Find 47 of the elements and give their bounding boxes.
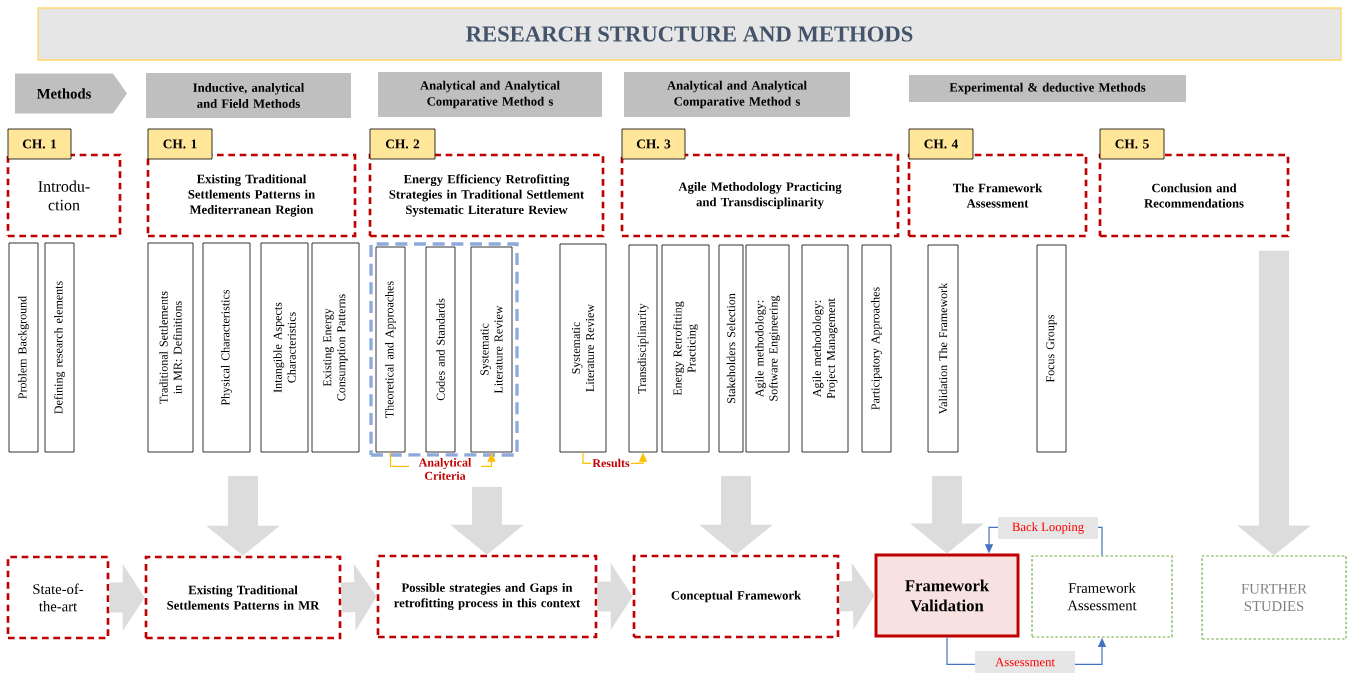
topic-box: Physical Characteristics bbox=[202, 242, 251, 453]
topic-box: Problem Background bbox=[8, 242, 39, 453]
chapter-tag: CH. 4 bbox=[908, 128, 974, 160]
method-banner: Analytical and Analytical Comparative Method s bbox=[624, 72, 850, 117]
stage-box: FURTHER STUDIES bbox=[1201, 555, 1347, 640]
title-banner: RESEARCH STRUCTURE AND METHODS bbox=[37, 7, 1342, 61]
stage-box: Framework Assessment bbox=[1031, 555, 1173, 638]
chapter-tag: CH. 2 bbox=[369, 128, 436, 160]
stage-box: Existing Traditional Settlements Patterns in MR bbox=[144, 555, 342, 640]
topic-box: Validation The Framework bbox=[927, 244, 959, 453]
edge-label: Analytical Criteria bbox=[409, 456, 481, 482]
topic-box: Codes and Standards bbox=[425, 246, 456, 453]
topic-box: Systematic Literature Review bbox=[559, 243, 607, 453]
stage-box: Conceptual Framework bbox=[632, 554, 840, 639]
edge-label: Back Looping bbox=[998, 517, 1098, 539]
stage-box: Possible strategies and Gaps in retrofitting process in this context bbox=[376, 554, 598, 639]
stage-box: State-of-the-art bbox=[6, 555, 110, 640]
topic-box: Defining research elements bbox=[44, 242, 75, 453]
topic-box: Intangible Aspects Characteristics bbox=[260, 242, 309, 453]
topic-box: Agile methodology: Project Management bbox=[801, 244, 849, 453]
highlighted-stage-box: Framework Validation bbox=[874, 553, 1020, 638]
chapter-box: Existing Traditional Settlements Patterns in Mediterranean Region bbox=[146, 153, 357, 238]
topic-box: Participatory Approaches bbox=[861, 244, 892, 453]
method-banner: Experimental & deductive Methods bbox=[909, 75, 1186, 102]
method-banner: Inductive, analytical and Field Methods bbox=[146, 73, 351, 118]
chapter-tag: CH. 5 bbox=[1099, 128, 1165, 160]
row-header-tag: Methods bbox=[15, 73, 127, 114]
topic-box: Existing Energy Consumption Patterns bbox=[311, 242, 360, 453]
chapter-box: The Framework Assessment bbox=[907, 153, 1088, 238]
topic-box: Energy Retrofitting Practicing bbox=[661, 244, 710, 453]
topic-box: Theoretical and Approaches bbox=[375, 246, 406, 453]
topic-box: Systematic Literature Review bbox=[470, 246, 513, 453]
edge-label: Results bbox=[591, 457, 631, 469]
method-banner: Analytical and Analytical Comparative Method s bbox=[378, 72, 602, 117]
chapter-tag: CH. 1 bbox=[7, 128, 72, 160]
chapter-box: Agile Methodology Practicing and Transdisciplinarity bbox=[620, 153, 900, 238]
chapter-box: Conclusion and Recommendations bbox=[1098, 153, 1290, 238]
dashed-group-box bbox=[369, 242, 519, 457]
topic-box: Stakeholders Selection bbox=[718, 244, 744, 453]
chapter-tag: CH. 3 bbox=[621, 128, 686, 160]
topic-box: Traditional Settlements in MR: Definitions bbox=[147, 242, 194, 453]
topic-box: Focus Groups bbox=[1036, 244, 1067, 453]
topic-box: Transdisciplinarity bbox=[628, 244, 658, 453]
edge-label: Assessment bbox=[975, 651, 1075, 673]
topic-box: Agile methodology: Software Engineering bbox=[745, 244, 790, 453]
chapter-box: Energy Efficiency Retrofitting Strategies in Traditional Settlement Systematic Literature Review bbox=[368, 153, 605, 238]
chapter-tag: CH. 1 bbox=[147, 128, 213, 160]
